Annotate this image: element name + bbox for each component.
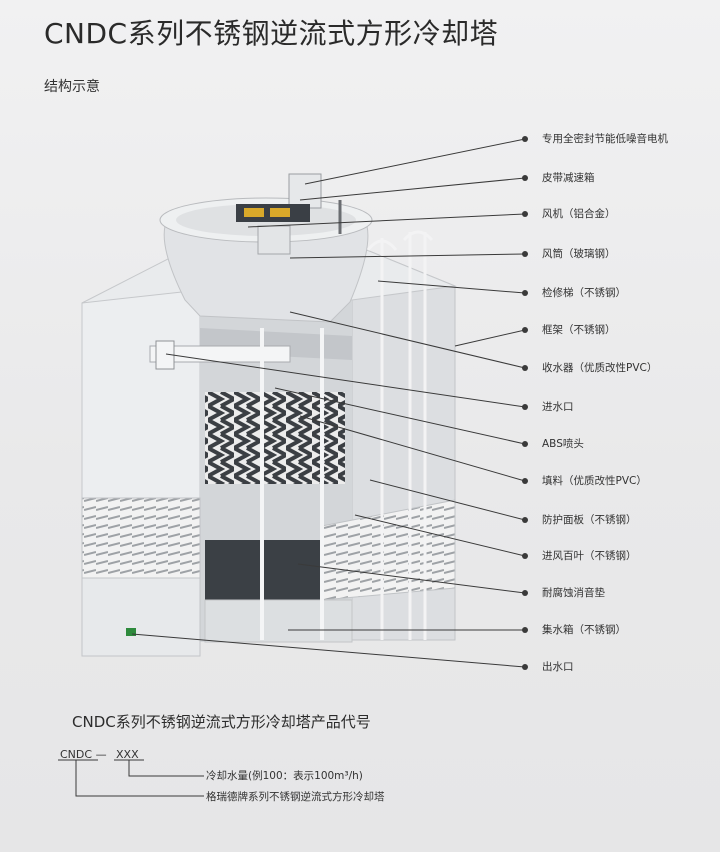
code-bracket [58, 759, 204, 797]
label-water-inlet: 进水口 [542, 401, 574, 413]
label-dot [522, 478, 528, 484]
label-frame: 框架（不锈钢） [542, 324, 616, 336]
outlet [126, 628, 136, 636]
label-pad: 耐腐蚀消音垫 [542, 587, 605, 599]
ladder [366, 230, 434, 640]
label-dot [522, 664, 528, 670]
label-dot [522, 211, 528, 217]
page-title: CNDC系列不锈钢逆流式方形冷却塔 [44, 17, 499, 50]
label-outlet: 出水口 [542, 661, 574, 673]
label-dot [522, 404, 528, 410]
label-fill: 填料（优质改性PVC） [542, 475, 647, 487]
label-fan-stack: 风筒（玻璃钢） [542, 248, 616, 260]
code-prefix: CNDC — [60, 748, 107, 761]
label-dot [522, 175, 528, 181]
code-brand-desc: 格瑞德牌系列不锈钢逆流式方形冷却塔 [206, 791, 385, 803]
label-louver: 进风百叶（不锈钢） [542, 550, 637, 562]
code-dash: — [95, 748, 107, 761]
label-dot [522, 327, 528, 333]
code-prefix-text: CNDC [60, 748, 93, 761]
louver-left [81, 497, 201, 591]
label-motor: 专用全密封节能低噪音电机 [542, 133, 668, 145]
label-dot [522, 136, 528, 142]
motor [288, 173, 322, 209]
label-basin: 集水箱（不锈钢） [542, 624, 626, 636]
label-dot [522, 553, 528, 559]
label-dot [522, 590, 528, 596]
label-dot [522, 441, 528, 447]
tower-body [81, 173, 457, 657]
label-panel: 防护面板（不锈钢） [542, 514, 637, 526]
diagram-subtitle: 结构示意 [44, 79, 100, 95]
code-flow-desc: 冷却水量(例100：表示100m³/h) [206, 770, 363, 782]
label-dot [522, 517, 528, 523]
leader-lines [131, 138, 526, 668]
label-nozzle: ABS喷头 [542, 438, 584, 450]
label-eliminator: 收水器（优质改性PVC） [542, 362, 658, 374]
label-dot [522, 251, 528, 257]
collection-basin [81, 577, 201, 657]
code-suffix: XXX [116, 748, 139, 761]
label-dot [522, 365, 528, 371]
label-gearbox: 皮带减速箱 [542, 172, 595, 184]
label-dot [522, 290, 528, 296]
label-fan: 风机（铝合金） [542, 208, 616, 220]
label-dot [522, 627, 528, 633]
product-code-title: CNDC系列不锈钢逆流式方形冷却塔产品代号 [72, 713, 371, 731]
label-ladder: 检修梯（不锈钢） [542, 287, 626, 299]
